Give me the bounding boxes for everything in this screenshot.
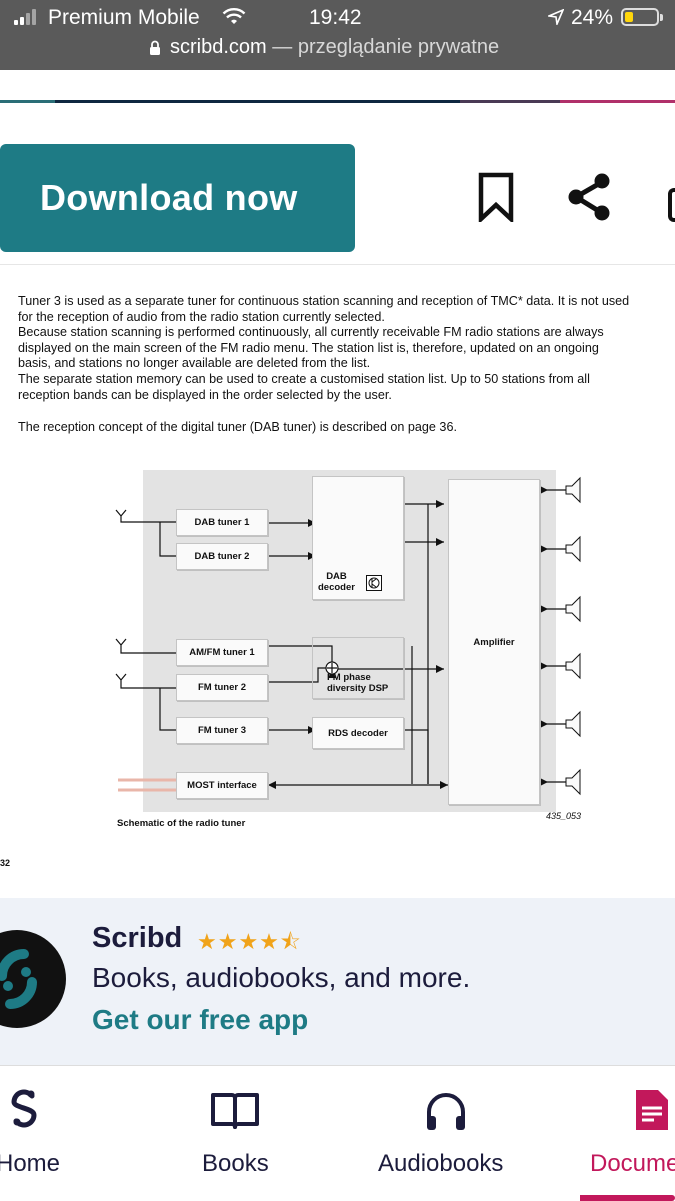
- location-arrow-icon: [548, 9, 564, 25]
- paragraph-line: The separate station memory can be used …: [18, 372, 590, 386]
- paragraph-line: The reception concept of the digital tun…: [18, 420, 457, 434]
- paragraph-line: Tuner 3 is used as a separate tuner for …: [18, 294, 630, 308]
- more-icon-partial[interactable]: [668, 188, 675, 222]
- fm-dsp-label-1: FM phase: [327, 672, 371, 683]
- share-icon[interactable]: [566, 172, 612, 222]
- carrier-name: Premium Mobile: [48, 6, 200, 29]
- nav-label-audiobooks: Audiobooks: [378, 1150, 504, 1177]
- fm-dsp-label-2: diversity DSP: [327, 683, 389, 694]
- status-bar: Premium Mobile 19:42 24% scribd.com — pr…: [0, 0, 675, 70]
- figure-id: 435_053: [546, 811, 582, 821]
- dab-tuner-1-box: DAB tuner 1: [176, 509, 268, 536]
- banner-app-name: Scribd: [92, 922, 183, 954]
- fm-phase-diversity-dsp-box: FM phase diversity DSP: [312, 637, 404, 699]
- headphones-icon: [427, 1093, 465, 1130]
- dab-tuner-2-label: DAB tuner 2: [194, 551, 250, 562]
- scribd-logo-icon: [11, 1089, 37, 1128]
- get-free-app-link[interactable]: Get our free app: [92, 1004, 309, 1035]
- fm-tuner-3-label: FM tuner 3: [197, 725, 247, 736]
- amplifier-box: Amplifier: [448, 479, 540, 805]
- transistor-symbol-icon: [366, 575, 382, 591]
- dab-decoder-label-2: decoder: [318, 582, 355, 593]
- battery-percent: 24%: [571, 6, 614, 29]
- banner-tagline: Books, audiobooks, and more.: [92, 962, 471, 993]
- amfm-tuner-1-label: AM/FM tuner 1: [189, 647, 255, 658]
- rating-stars-icon: ★★★★⯪: [197, 929, 302, 954]
- page-number: 32: [0, 858, 11, 868]
- fm-tuner-2-box: FM tuner 2: [176, 674, 268, 701]
- radio-tuner-schematic: DAB tuner 1 DAB tuner 2 DAB decoder AM/F…: [0, 264, 675, 898]
- paragraph-line: basis, and stations no longer available …: [18, 356, 371, 370]
- rds-decoder-label: RDS decoder: [328, 727, 388, 739]
- most-interface-label: MOST interface: [187, 780, 257, 791]
- download-now-label: Download now: [40, 177, 298, 218]
- lock-icon: [150, 40, 160, 55]
- document-page: Tuner 3 is used as a separate tuner for …: [0, 264, 675, 898]
- amplifier-label: Amplifier: [473, 636, 515, 648]
- url-separator: —: [272, 36, 293, 58]
- nav-item-audiobooks[interactable]: Audiobooks: [370, 1066, 520, 1201]
- scribd-app-logo-icon: [0, 930, 66, 1028]
- signal-icon: [14, 9, 48, 25]
- nav-item-documents[interactable]: Documents: [580, 1066, 675, 1201]
- paragraph-line: for the reception of audio from the radi…: [18, 309, 385, 324]
- clock: 19:42: [309, 6, 362, 29]
- amfm-tuner-1-box: AM/FM tuner 1: [176, 639, 268, 666]
- fm-tuner-3-box: FM tuner 3: [176, 717, 268, 744]
- paragraph-line: reception bands can be displayed in the …: [18, 387, 392, 402]
- book-icon: [211, 1093, 259, 1129]
- active-tab-indicator: [580, 1195, 675, 1201]
- paragraph-line: displayed on the main screen of the FM r…: [18, 340, 599, 355]
- dab-tuner-1-label: DAB tuner 1: [194, 517, 250, 528]
- document-page-top-edge: [0, 264, 675, 265]
- nav-label-documents: Documents: [590, 1150, 675, 1177]
- most-interface-box: MOST interface: [176, 772, 268, 799]
- app-promo-banner[interactable]: Scribd ★★★★⯪ Books, audiobooks, and more…: [0, 898, 675, 1065]
- dab-decoder-box: DAB decoder: [312, 476, 404, 600]
- nav-item-books[interactable]: Books: [180, 1066, 290, 1201]
- battery-icon: [621, 8, 663, 26]
- nav-label-books: Books: [202, 1150, 269, 1177]
- document-icon: [636, 1090, 668, 1130]
- nav-item-home[interactable]: Home: [0, 1066, 110, 1201]
- nav-label-home: Home: [0, 1150, 61, 1177]
- fm-tuner-2-label: FM tuner 2: [197, 682, 247, 693]
- paragraph-line: Because station scanning is performed co…: [18, 325, 604, 339]
- url-domain: scribd.com: [170, 36, 267, 58]
- rds-decoder-box: RDS decoder: [312, 717, 404, 749]
- dab-tuner-2-box: DAB tuner 2: [176, 543, 268, 570]
- reading-progress-line: [0, 100, 675, 103]
- figure-caption: Schematic of the radio tuner: [117, 818, 246, 829]
- bookmark-icon[interactable]: [478, 172, 514, 222]
- dab-decoder-label-1: DAB: [326, 571, 347, 582]
- wifi-icon: [222, 8, 246, 24]
- download-now-button[interactable]: Download now: [0, 144, 355, 252]
- private-browsing-label: przeglądanie prywatne: [297, 36, 500, 58]
- bottom-navigation: Home Books Audiobooks Documents: [0, 1065, 675, 1201]
- url-bar: scribd.com — przeglądanie prywatne: [170, 36, 499, 59]
